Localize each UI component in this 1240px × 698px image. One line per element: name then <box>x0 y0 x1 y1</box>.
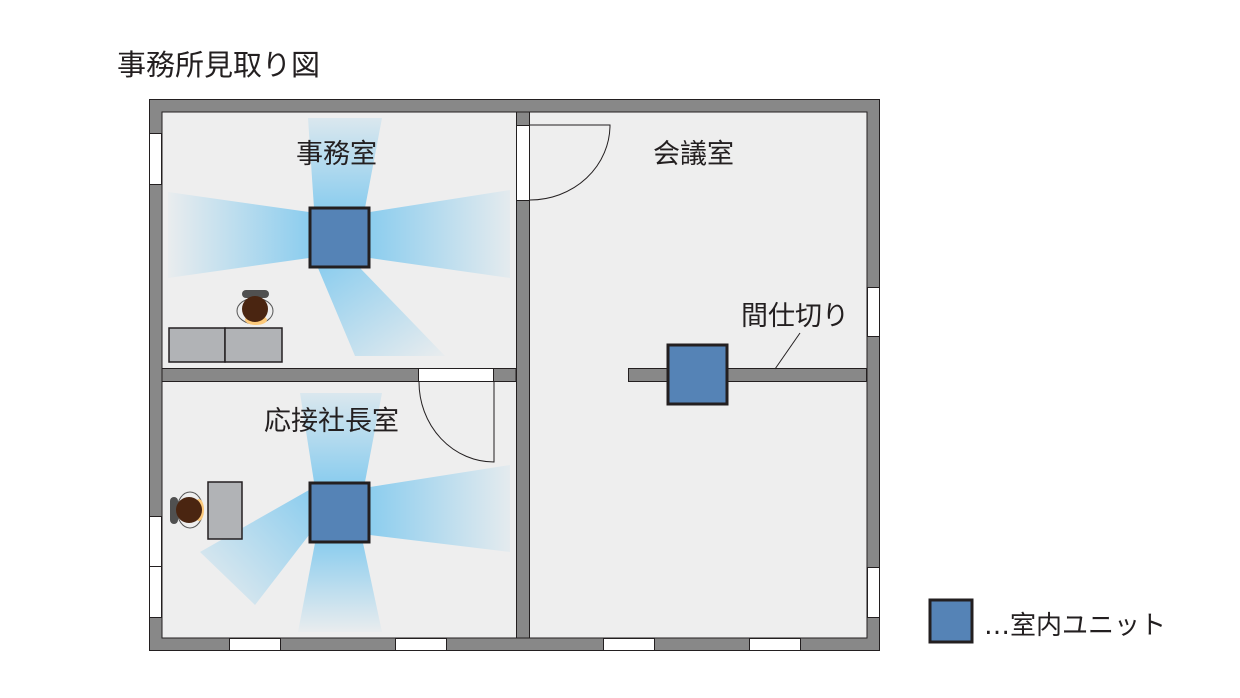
door-opening-meeting <box>516 125 530 201</box>
partition-leader-line <box>774 332 801 370</box>
windows <box>149 133 880 651</box>
office-desk <box>168 327 283 363</box>
indoor-unit-office <box>308 206 371 269</box>
person-icon <box>236 290 274 325</box>
legend-unit-swatch <box>928 598 974 644</box>
reception-airflow <box>200 393 510 632</box>
legend-label: …室内ユニット <box>984 611 1167 641</box>
indoor-unit-meeting <box>666 343 729 406</box>
room-label-meeting: 会議室 <box>653 139 734 170</box>
partition-wall <box>628 368 867 382</box>
person-icon <box>170 491 204 529</box>
room-label-office: 事務室 <box>296 139 377 170</box>
room-label-reception: 応接社長室 <box>264 406 399 437</box>
door-swing-meeting <box>529 124 611 201</box>
reception-desk <box>207 481 243 540</box>
door-swing-office <box>418 381 495 463</box>
page-title: 事務所見取り図 <box>117 48 321 82</box>
partition-label: 間仕切り <box>741 301 849 332</box>
door-opening-office <box>418 368 494 382</box>
office-airflow <box>168 118 510 356</box>
indoor-unit-reception <box>308 481 371 544</box>
